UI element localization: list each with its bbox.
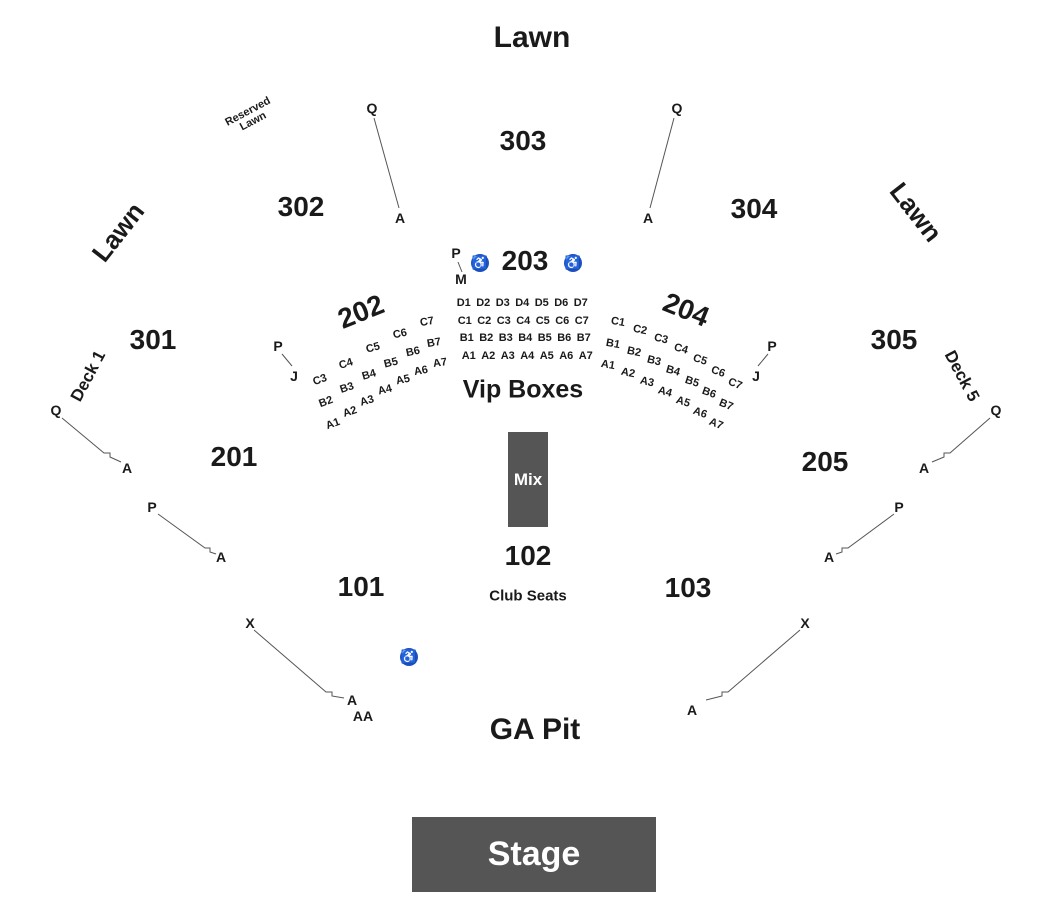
wheelchair-icon: ♿ — [564, 254, 582, 272]
row-q-deck1: Q — [50, 402, 62, 418]
row-line-203-pm — [457, 261, 463, 273]
section-302[interactable]: 302 — [277, 191, 325, 222]
vip-box-a3[interactable]: A3 — [500, 350, 515, 362]
stage-label: Stage — [487, 835, 581, 873]
section-201[interactable]: 201 — [210, 441, 258, 472]
wheelchair-icon: ♿ — [400, 648, 418, 666]
vip-box-a2[interactable]: A2 — [481, 350, 496, 362]
row-a-101: A — [346, 692, 358, 708]
section-203[interactable]: 203 — [501, 245, 549, 276]
lawn-top-label[interactable]: Lawn — [493, 21, 571, 54]
row-j-204: J — [752, 368, 760, 384]
ga-pit-label[interactable]: GA Pit — [489, 713, 581, 746]
stage: Stage — [412, 817, 656, 892]
vip-box-d6[interactable]: D6 — [554, 297, 569, 309]
row-p-202: P — [273, 338, 283, 354]
section-304[interactable]: 304 — [730, 193, 778, 224]
vip-box-a4[interactable]: A4 — [520, 350, 535, 362]
vip-right-a1[interactable]: A1 — [600, 357, 616, 373]
vip-box-c4[interactable]: C4 — [516, 315, 531, 327]
row-a-103: A — [686, 702, 698, 718]
row-a-deck5: A — [918, 460, 930, 476]
vip-box-d4[interactable]: D4 — [515, 297, 530, 309]
row-q-302: Q — [366, 100, 378, 116]
row-p-203: P — [451, 245, 461, 261]
vip-box-d1[interactable]: D1 — [456, 297, 471, 309]
row-a-201: A — [215, 549, 227, 565]
row-p-205: P — [894, 499, 904, 515]
row-line-304-qa — [649, 117, 675, 209]
row-line-204-pj — [757, 353, 769, 367]
section-301[interactable]: 301 — [129, 324, 177, 355]
vip-left-a7[interactable]: A7 — [432, 356, 448, 370]
section-102[interactable]: 102 — [504, 540, 552, 571]
row-m-203: M — [455, 271, 467, 287]
vip-box-b7[interactable]: B7 — [576, 332, 591, 344]
vip-box-c7[interactable]: C7 — [574, 315, 589, 327]
vip-center-row-b: B1 B2 B3 B4 B5 B6 B7 — [457, 332, 594, 344]
vip-center-row-a: A1 A2 A3 A4 A5 A6 A7 — [459, 350, 596, 362]
vip-right-a2[interactable]: A2 — [619, 365, 637, 381]
vip-box-a5[interactable]: A5 — [539, 350, 554, 362]
vip-box-b2[interactable]: B2 — [479, 332, 494, 344]
section-303[interactable]: 303 — [499, 125, 547, 156]
row-line-302-qa — [373, 117, 400, 209]
vip-box-c5[interactable]: C5 — [535, 315, 550, 327]
vip-box-a1[interactable]: A1 — [461, 350, 476, 362]
wheelchair-icon: ♿ — [471, 254, 489, 272]
section-101[interactable]: 101 — [337, 571, 385, 602]
row-aa-101: AA — [352, 708, 374, 724]
row-line-201-pa — [157, 513, 217, 555]
row-q-deck5: Q — [990, 402, 1002, 418]
row-a-304: A — [642, 210, 654, 226]
row-q-304: Q — [671, 100, 683, 116]
row-line-202-pj — [281, 353, 293, 367]
vip-box-d2[interactable]: D2 — [476, 297, 491, 309]
section-103[interactable]: 103 — [664, 572, 712, 603]
vip-left-c7[interactable]: C7 — [419, 314, 435, 330]
row-x-103: X — [800, 615, 810, 631]
vip-box-c6[interactable]: C6 — [555, 315, 570, 327]
vip-box-c3[interactable]: C3 — [496, 315, 511, 327]
vip-center-row-c: C1 C2 C3 C4 C5 C6 C7 — [455, 315, 592, 327]
vip-right-c1[interactable]: C1 — [610, 314, 626, 330]
vip-box-b5[interactable]: B5 — [537, 332, 552, 344]
vip-box-d3[interactable]: D3 — [495, 297, 510, 309]
vip-box-c1[interactable]: C1 — [457, 315, 472, 327]
vip-box-a6[interactable]: A6 — [559, 350, 574, 362]
vip-box-b3[interactable]: B3 — [498, 332, 513, 344]
vip-box-a7[interactable]: A7 — [578, 350, 593, 362]
mix-label: Mix — [513, 469, 543, 489]
row-a-205: A — [823, 549, 835, 565]
row-line-deck1-qa — [61, 417, 122, 463]
row-line-101-xa — [253, 629, 345, 699]
row-line-205-pa — [835, 513, 895, 555]
row-p-204: P — [767, 338, 777, 354]
section-205[interactable]: 205 — [801, 446, 849, 477]
row-a-302: A — [394, 210, 406, 226]
vip-box-d5[interactable]: D5 — [534, 297, 549, 309]
row-x-101: X — [245, 615, 255, 631]
vip-box-d7[interactable]: D7 — [573, 297, 588, 309]
mix-position: Mix — [508, 432, 548, 527]
row-a-deck1: A — [121, 460, 133, 476]
vip-right-c2[interactable]: C2 — [631, 322, 649, 338]
vip-right-b1[interactable]: B1 — [605, 336, 621, 352]
vip-boxes-label[interactable]: Vip Boxes — [462, 375, 584, 404]
row-line-deck5-qa — [931, 417, 991, 463]
club-seats-label[interactable]: Club Seats — [489, 587, 567, 605]
vip-right-b2[interactable]: B2 — [625, 344, 643, 360]
row-j-202: J — [290, 368, 298, 384]
vip-box-c2[interactable]: C2 — [477, 315, 492, 327]
section-305[interactable]: 305 — [870, 324, 918, 355]
row-p-201: P — [147, 499, 157, 515]
vip-center-row-d: D1 D2 D3 D4 D5 D6 D7 — [454, 297, 591, 309]
vip-left-a6[interactable]: A6 — [413, 363, 429, 379]
vip-box-b6[interactable]: B6 — [557, 332, 572, 344]
vip-box-b4[interactable]: B4 — [518, 332, 533, 344]
vip-box-b1[interactable]: B1 — [459, 332, 474, 344]
row-line-103-xa — [705, 629, 801, 701]
vip-left-b7[interactable]: B7 — [426, 335, 442, 351]
